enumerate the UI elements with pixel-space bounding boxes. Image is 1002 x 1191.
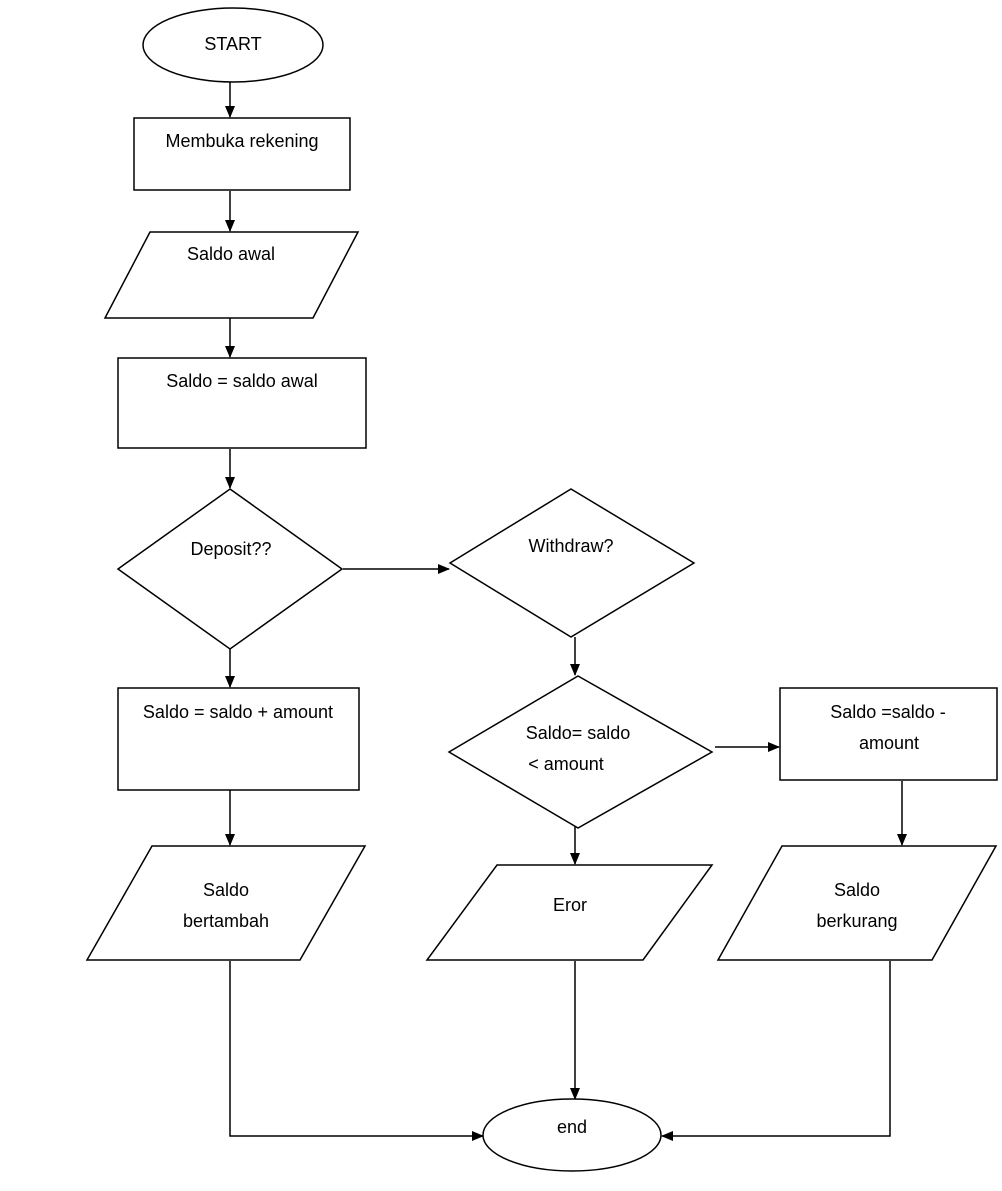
error-output: Eror — [425, 864, 714, 961]
assign-balance-process: Saldo = saldo awal — [117, 357, 367, 449]
withdraw-decision-label: Withdraw? — [528, 536, 613, 556]
add-amount-process: Saldo = saldo + amount — [117, 687, 360, 791]
end-label: end — [557, 1117, 587, 1137]
open-account-label: Membuka rekening — [165, 131, 318, 151]
deposit-decision: Deposit?? — [116, 488, 344, 650]
subtract-amount-process: Saldo =saldo - amount — [779, 687, 998, 781]
balance-decreased-output: Saldo berkurang — [716, 845, 998, 961]
deposit-decision-label: Deposit?? — [190, 539, 271, 559]
start-terminal: START — [142, 7, 324, 83]
balance-check-decision: Saldo= saldo < amount — [447, 675, 714, 829]
arrow-decreased-to-end — [661, 961, 891, 1141]
withdraw-decision: Withdraw? — [448, 488, 696, 638]
assign-balance-label: Saldo = saldo awal — [166, 371, 318, 391]
add-amount-label: Saldo = saldo + amount — [143, 702, 333, 722]
balance-check-line1: Saldo= saldo — [526, 723, 631, 743]
balance-check-line2: < amount — [528, 754, 604, 774]
initial-balance-label: Saldo awal — [187, 244, 275, 264]
balance-decreased-line2: berkurang — [816, 911, 897, 931]
open-account-process: Membuka rekening — [133, 117, 351, 191]
arrow-increased-to-end — [229, 961, 484, 1141]
subtract-amount-line2: amount — [859, 733, 919, 753]
start-label: START — [204, 34, 261, 54]
initial-balance-input: Saldo awal — [103, 231, 360, 319]
balance-increased-output: Saldo bertambah — [85, 845, 367, 961]
balance-increased-line1: Saldo — [203, 880, 249, 900]
error-label: Eror — [553, 895, 587, 915]
balance-increased-line2: bertambah — [183, 911, 269, 931]
subtract-amount-line1: Saldo =saldo - — [830, 702, 946, 722]
end-terminal: end — [482, 1098, 662, 1172]
balance-decreased-line1: Saldo — [834, 880, 880, 900]
